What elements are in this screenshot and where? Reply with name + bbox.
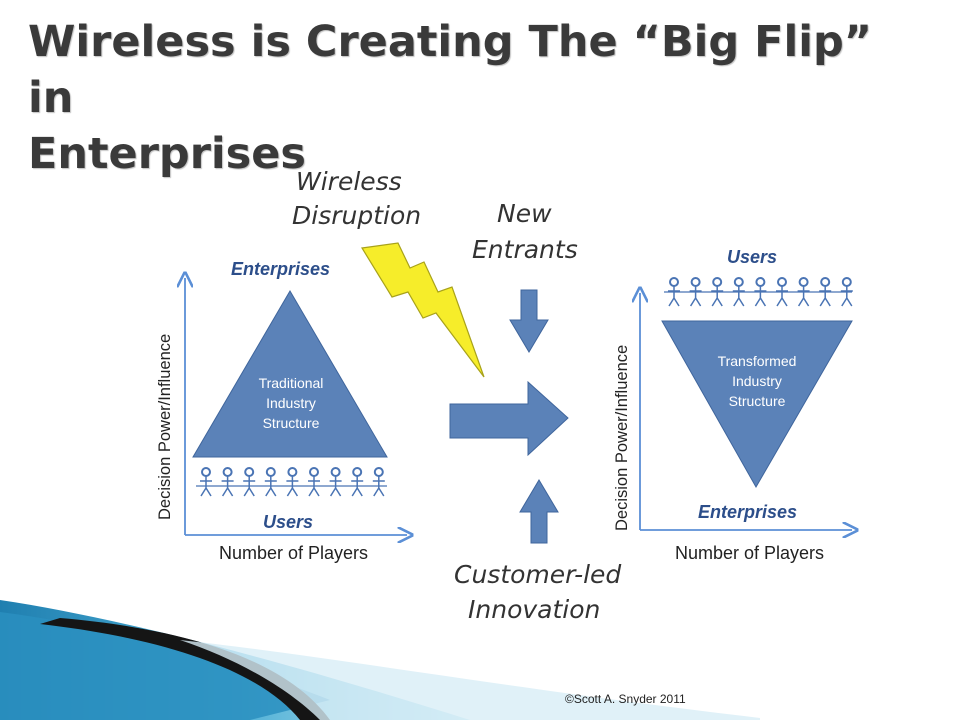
transformed-structure-triangle	[661, 320, 853, 489]
new-entrants-label-line1: New	[497, 199, 552, 228]
user-figure-icon	[243, 467, 256, 497]
customer-led-label-line1: Customer-led	[454, 560, 621, 589]
title-line-1: Wireless is Creating The “Big Flip” in	[28, 17, 873, 123]
left-center-line3: Structure	[263, 415, 320, 431]
user-figure-icon	[351, 467, 364, 497]
right-y-axis-label: Decision Power/Influence	[613, 345, 631, 531]
user-figure-icon	[308, 467, 320, 497]
user-figure-icon	[372, 467, 385, 497]
right-panel: Decision Power/Influence Number of Playe…	[613, 247, 853, 563]
right-center-line3: Structure	[729, 393, 786, 409]
copyright-text: ©Scott A. Snyder 2011	[565, 692, 686, 706]
right-bottom-label: Enterprises	[698, 502, 797, 522]
right-top-label: Users	[727, 247, 777, 267]
left-y-axis-label: Decision Power/Influence	[156, 334, 174, 520]
up-arrow-icon	[519, 479, 559, 544]
left-users-row	[200, 467, 385, 497]
left-top-label: Enterprises	[231, 259, 330, 279]
user-figure-icon	[200, 467, 212, 497]
right-arrow-icon	[449, 380, 569, 457]
left-panel: Decision Power/Influence Number of Playe…	[156, 259, 407, 563]
down-arrow-icon	[509, 289, 549, 353]
left-x-axis-label: Number of Players	[219, 543, 368, 563]
left-center-line1: Traditional	[259, 375, 324, 391]
new-entrants-label-line2: Entrants	[472, 235, 578, 264]
right-x-axis-label: Number of Players	[675, 543, 824, 563]
left-bottom-label: Users	[263, 512, 313, 532]
slide-title: Wireless is Creating The “Big Flip” in E…	[28, 14, 928, 182]
traditional-structure-triangle	[192, 290, 388, 458]
user-figure-icon	[286, 467, 299, 497]
user-figure-icon	[329, 467, 342, 497]
lightning-bolt-icon	[361, 242, 485, 378]
wave-decoration	[0, 600, 760, 720]
left-center-line2: Industry	[266, 395, 316, 411]
user-figure-icon	[264, 467, 277, 497]
customer-led-label-line2: Innovation	[468, 595, 600, 624]
right-center-line2: Industry	[732, 373, 782, 389]
wireless-disruption-label-line2: Disruption	[292, 201, 421, 230]
wireless-disruption-label-line1: Wireless	[296, 167, 402, 196]
title-line-2: Enterprises	[28, 129, 306, 179]
user-figure-icon	[221, 467, 234, 497]
right-center-line1: Transformed	[718, 353, 797, 369]
